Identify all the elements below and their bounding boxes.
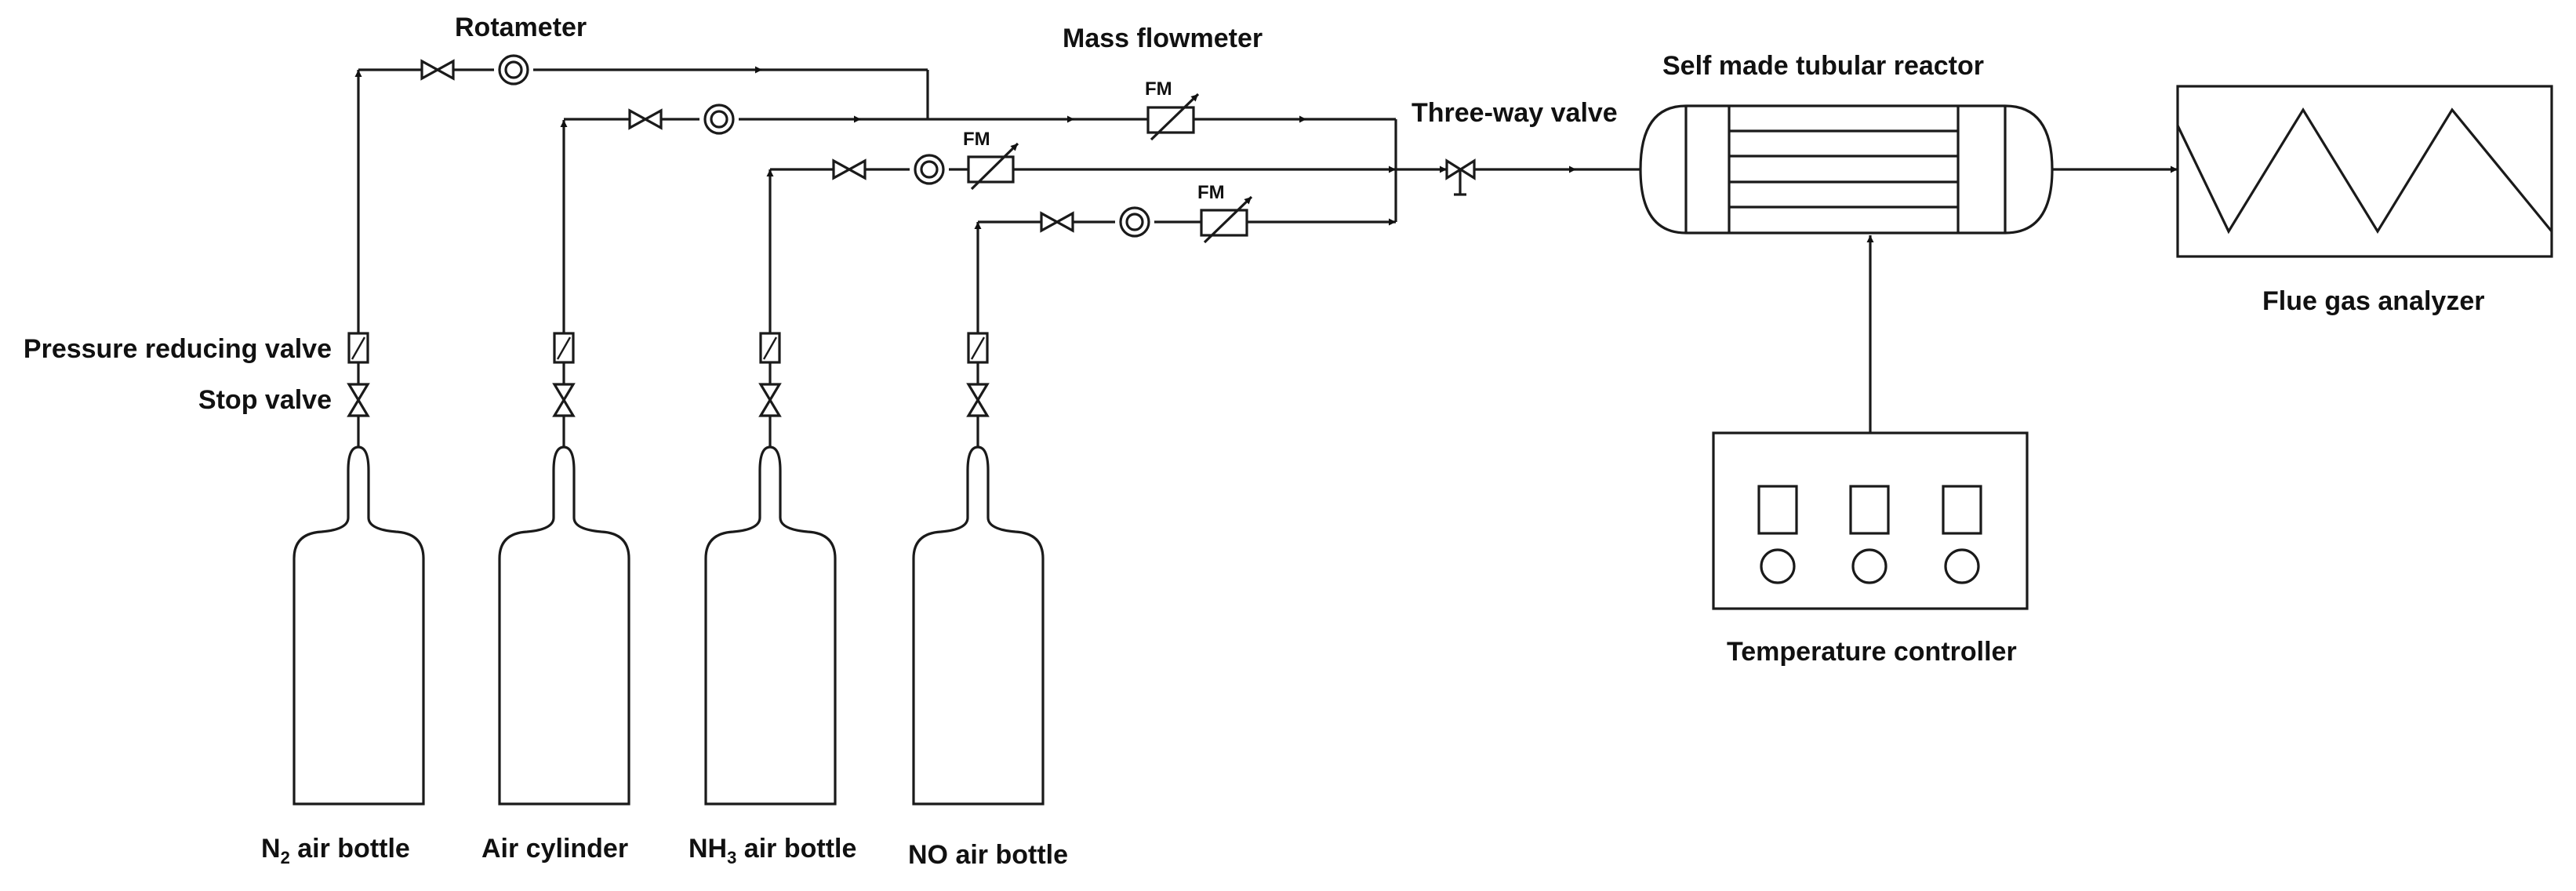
fm-label-3: FM (1197, 182, 1225, 203)
nh3-cylinder (704, 446, 837, 806)
risers (354, 70, 982, 447)
analyzer-label: Flue gas analyzer (2262, 286, 2484, 316)
mass-flowmeter-label: Mass flowmeter (1063, 24, 1263, 53)
three-way-valve-label: Three-way valve (1412, 98, 1618, 128)
n2-cylinder (292, 446, 425, 806)
rotameters (498, 54, 1150, 238)
nh3-bottle-label: NH3 air bottle (689, 834, 856, 867)
flue-gas-analyzer (2176, 85, 2553, 258)
n2-line (358, 66, 929, 119)
pressure-reducing-valves (347, 332, 989, 364)
fm-label-1: FM (1145, 78, 1172, 100)
n2-bottle-label: N2 air bottle (261, 834, 410, 867)
temperature-controller-label: Temperature controller (1727, 637, 2017, 667)
no-bottle-label: NO air bottle (908, 840, 1068, 870)
stop-valve-label: Stop valve (198, 385, 332, 415)
air-cylinder-label: Air cylinder (481, 834, 628, 864)
air-cylinder (498, 446, 630, 806)
fm-labels: FM FM FM (963, 78, 1225, 203)
temperature-controller (1712, 431, 2029, 610)
line-valves (420, 59, 1074, 233)
reactor-label: Self made tubular reactor (1662, 51, 1984, 81)
mass-flowmeters (967, 93, 1253, 244)
stop-valves (347, 383, 990, 417)
no-cylinder (912, 446, 1045, 806)
rotameter-label: Rotameter (455, 13, 587, 42)
three-way-valve (1445, 158, 1476, 196)
tubular-reactor (1639, 104, 2054, 235)
fm-label-2: FM (963, 129, 990, 150)
pressure-reducing-valve-label: Pressure reducing valve (24, 334, 332, 364)
